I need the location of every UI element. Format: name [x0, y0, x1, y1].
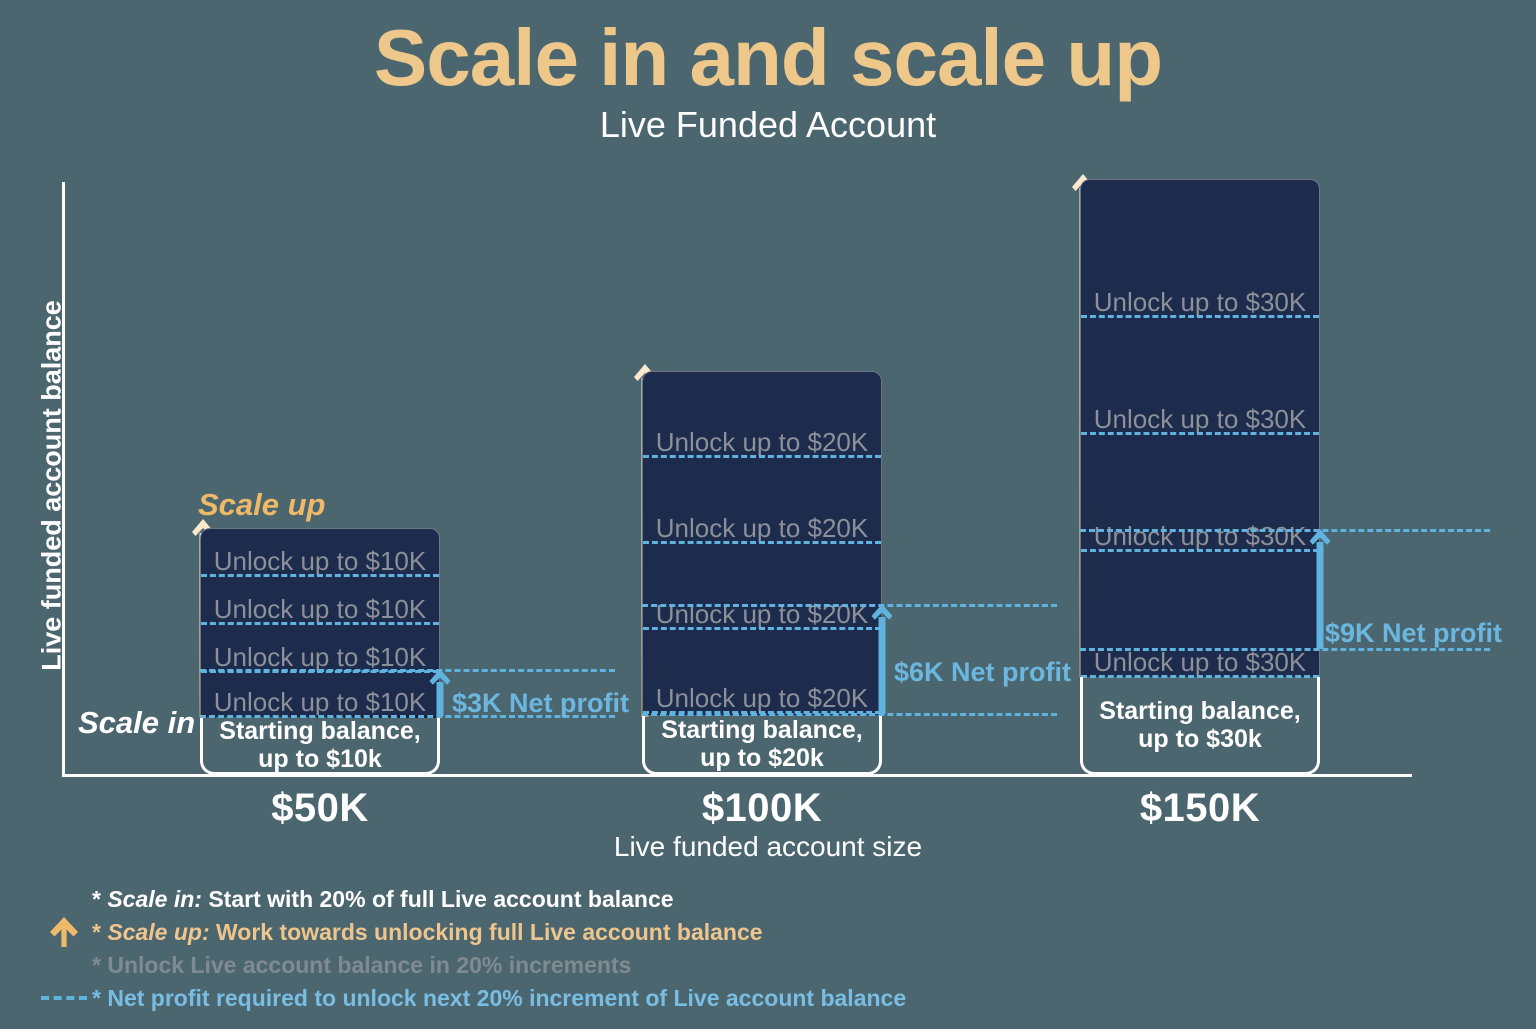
unlock-segment: Unlock up to $30K: [1081, 435, 1319, 552]
net-profit-dash-bottom: [642, 713, 1057, 716]
unlock-segment: Unlock up to $20K: [643, 630, 881, 714]
unlock-segment: Unlock up to $30K: [1081, 552, 1319, 678]
legend-item-term: Scale up:: [107, 918, 210, 945]
net-profit-label-150k: $9K Net profit: [1325, 618, 1503, 648]
unlock-segment: Unlock up to $20K: [643, 544, 881, 630]
unlock-segment-label: Unlock up to $30K: [1093, 521, 1307, 551]
starting-balance-line2: up to $30k: [1138, 724, 1262, 753]
unlock-segment: Unlock up to $10K: [201, 625, 439, 673]
starting-balance-line1: Starting balance,: [661, 715, 863, 744]
legend-item-unlock-increments: * Unlock Live account balance in 20% inc…: [36, 950, 1136, 980]
unlock-stack-50k: Unlock up to $10K Unlock up to $10K Unlo…: [200, 528, 440, 718]
y-axis-line: [62, 182, 65, 777]
starting-balance-line1: Starting balance,: [1099, 696, 1301, 725]
legend-marker-blank: [36, 950, 92, 980]
starting-balance-line2: up to $20k: [700, 743, 824, 772]
starting-balance-box-150k: Starting balance, up to $30k: [1080, 677, 1320, 775]
net-profit-arrow-icon: [1308, 528, 1332, 649]
legend-item-text: Net profit required to unlock next 20% i…: [107, 984, 907, 1011]
asterisk-icon: *: [92, 885, 101, 912]
unlock-segment: Unlock up to $10K: [201, 529, 439, 577]
page-subtitle: Live Funded Account: [599, 104, 937, 145]
unlock-stack-100k: Unlock up to $20K Unlock up to $20K Unlo…: [642, 371, 882, 715]
legend-item-text: Unlock Live account balance in 20% incre…: [107, 951, 632, 978]
legend-marker-blank: [36, 884, 92, 914]
unlock-segment: Unlock up to $30K: [1081, 318, 1319, 435]
net-profit-dash-bottom: [200, 715, 615, 718]
x-tick-100k: $100K: [701, 786, 823, 830]
legend-item-scale-up: * Scale up: Work towards unlocking full …: [36, 917, 1136, 947]
y-axis-label: Live funded account balance: [36, 300, 67, 671]
x-tick-50k: $50K: [271, 786, 369, 830]
unlock-segment-label: Unlock up to $10K: [213, 594, 427, 624]
unlock-segment: Unlock up to $20K: [643, 458, 881, 544]
asterisk-icon: *: [92, 951, 101, 978]
legend-item-scale-in: * Scale in: Start with 20% of full Live …: [36, 884, 1136, 914]
dashed-line-icon: [41, 996, 87, 1000]
unlock-segment-label: Unlock up to $20K: [655, 683, 869, 713]
starting-balance-box-100k: Starting balance, up to $20k: [642, 715, 882, 775]
asterisk-icon: *: [92, 984, 101, 1011]
unlock-segment: Unlock up to $10K: [201, 577, 439, 625]
net-profit-dash-top: [642, 604, 1057, 607]
x-tick-150k: $150K: [1139, 786, 1261, 830]
unlock-segment-label: Unlock up to $20K: [655, 427, 869, 457]
legend-marker-up-arrow: [36, 917, 92, 947]
legend-marker-dashed-line: [36, 983, 92, 1013]
legend-item-term: Scale in:: [107, 885, 202, 912]
net-profit-arrow-icon: [870, 603, 894, 714]
unlock-segment-label: Unlock up to $10K: [213, 687, 427, 717]
net-profit-dash-top: [200, 669, 615, 672]
scale-up-annotation: Scale up: [198, 487, 326, 522]
legend: * Scale in: Start with 20% of full Live …: [36, 884, 1136, 1016]
page-title: Scale in and scale up: [373, 13, 1163, 102]
unlock-segment-label: Unlock up to $30K: [1093, 647, 1307, 677]
unlock-segment: Unlock up to $20K: [643, 372, 881, 458]
unlock-segment-label: Unlock up to $30K: [1093, 287, 1307, 317]
legend-item-text: Start with 20% of full Live account bala…: [201, 885, 674, 912]
legend-item-net-profit: * Net profit required to unlock next 20%…: [36, 983, 1136, 1013]
arrow-head-shape: [871, 604, 893, 620]
unlock-segment-label: Unlock up to $20K: [655, 513, 869, 543]
arrow-head-shape: [429, 669, 451, 685]
unlock-segment-label: Unlock up to $30K: [1093, 404, 1307, 434]
unlock-segment-label: Unlock up to $10K: [213, 642, 427, 672]
net-profit-label-100k: $6K Net profit: [894, 657, 1072, 687]
net-profit-label-50k: $3K Net profit: [452, 688, 630, 718]
starting-balance-line2: up to $10k: [258, 744, 382, 773]
net-profit-arrow-icon: [428, 668, 452, 716]
net-profit-dash-bottom: [1080, 648, 1490, 651]
arrow-head-shape: [1309, 529, 1331, 545]
unlock-segment: Unlock up to $10K: [201, 673, 439, 718]
net-profit-dash-top: [1080, 529, 1490, 532]
unlock-segment-label: Unlock up to $10K: [213, 546, 427, 576]
unlock-stack-150k: Unlock up to $30K Unlock up to $30K Unlo…: [1080, 179, 1320, 678]
unlock-segment: Unlock up to $30K: [1081, 180, 1319, 318]
starting-balance-line1: Starting balance,: [219, 716, 421, 745]
x-axis-label: Live funded account size: [613, 831, 923, 862]
x-axis-line: [62, 774, 1412, 777]
legend-item-text: Work towards unlocking full Live account…: [209, 918, 763, 945]
asterisk-icon: *: [92, 918, 101, 945]
starting-balance-box-50k: Starting balance, up to $10k: [200, 717, 440, 775]
scale-in-annotation: Scale in: [78, 705, 196, 740]
up-arrow-icon: [50, 917, 78, 947]
